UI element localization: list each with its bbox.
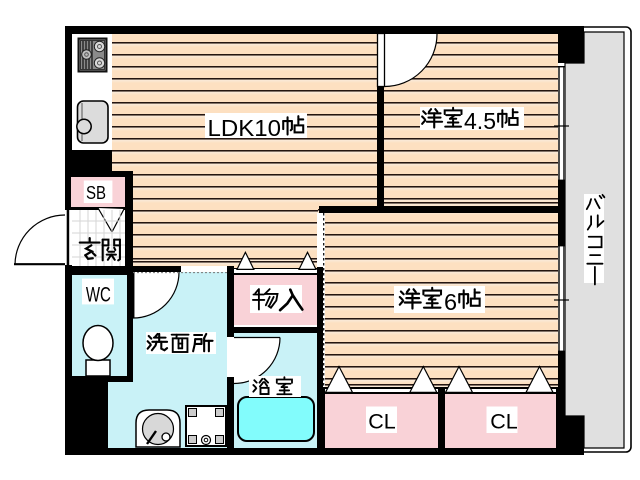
svg-text:CL: CL (490, 410, 518, 434)
svg-text:WC: WC (86, 282, 111, 306)
svg-text:CL: CL (368, 410, 396, 434)
svg-text:6: 6 (444, 289, 457, 315)
svg-text:SB: SB (86, 182, 106, 203)
svg-text:4.5: 4.5 (464, 108, 496, 134)
svg-text:LDK10: LDK10 (208, 115, 282, 141)
